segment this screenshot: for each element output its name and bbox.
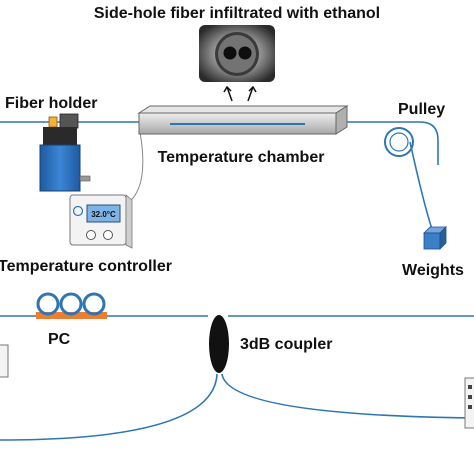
fiber-loop-bottom — [0, 315, 474, 441]
fiber-holder-label: Fiber holder — [5, 95, 97, 112]
polarization-controller — [36, 292, 107, 319]
fiber-holder — [39, 113, 91, 192]
right-device-partial — [464, 377, 474, 429]
controller-cable — [124, 131, 144, 206]
up-arrow-icon — [103, 230, 113, 240]
up-arrows-icon — [223, 85, 257, 102]
pulley-label: Pulley — [398, 101, 445, 118]
left-device-partial — [0, 344, 9, 378]
weight-block — [423, 226, 447, 250]
temperature-controller — [69, 194, 133, 249]
down-arrow-icon — [86, 230, 96, 240]
pc-label: PC — [48, 331, 71, 348]
temperature-chamber-label: Temperature chamber — [158, 149, 325, 166]
power-icon — [72, 205, 84, 217]
coupler-label: 3dB coupler — [240, 336, 332, 353]
coupler — [209, 315, 229, 373]
temperature-chamber — [137, 105, 349, 135]
fiber-cross-section-image — [199, 25, 275, 82]
temperature-controller-label: Temperature controller — [0, 258, 172, 275]
controller-display-readout: 32.0°C — [91, 210, 116, 219]
weights-label: Weights — [402, 262, 464, 279]
pulley — [384, 127, 414, 157]
diagram-title: Side-hole fiber infiltrated with ethanol — [94, 5, 380, 22]
